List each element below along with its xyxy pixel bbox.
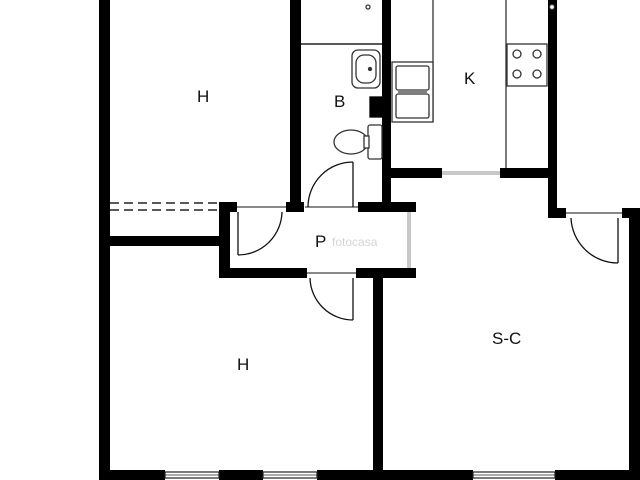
door-bathroom [305, 161, 358, 208]
wall-left-exterior [99, 0, 110, 480]
wall-hall-bottom-right [356, 268, 416, 278]
watermark: fotocasa [332, 235, 378, 249]
wall-hall-top-stub-mid [286, 202, 304, 212]
wall-hall-top-right [358, 202, 416, 212]
wall-bottom-2 [219, 470, 263, 480]
washbasin-icon [351, 49, 381, 89]
wall-kitchen-right [548, 0, 557, 218]
wall-bottom-3 [317, 470, 473, 480]
sink-icon [391, 61, 434, 123]
wall-living-top-left-stub [548, 208, 566, 218]
stove-hob-icon [506, 43, 548, 87]
doors [237, 161, 622, 321]
toilet-icon [333, 124, 383, 160]
kitchen-duct-icon [548, 3, 556, 11]
room-label-bedroom-bottom: H [237, 355, 249, 374]
door-hall-bedroom-top [237, 206, 286, 256]
wall-hall-left [219, 202, 230, 278]
room-label-living-dining: S-C [492, 329, 521, 348]
wall-bath-kitchen [382, 0, 391, 212]
wall-kitchen-bottom-left [382, 168, 442, 178]
door-hall-bedroom-bottom [307, 272, 356, 321]
door-entrance [566, 212, 622, 264]
wall-bedroom-bath [290, 0, 301, 212]
walls [99, 0, 640, 480]
kitchen-glass-opening [442, 171, 500, 175]
wall-kitchen-bottom-right [500, 168, 557, 178]
wall-bottom-1 [99, 470, 165, 480]
wall-right-exterior [629, 208, 640, 480]
thin-lines [110, 43, 556, 479]
shower-drain-icon [365, 4, 371, 10]
pipe-shaft-icon [369, 96, 383, 118]
kitchen-fixtures [391, 0, 556, 168]
bath-fixtures [333, 4, 383, 160]
room-label-bedroom-top: H [197, 87, 209, 106]
hall-glass-opening [407, 212, 411, 268]
wall-bottom-4 [555, 470, 640, 480]
room-label-kitchen: K [464, 69, 476, 88]
room-label-hallway: P [315, 232, 326, 251]
wall-living-left [373, 268, 383, 480]
wall-hall-top-stub-left [219, 202, 237, 212]
wall-hall-bottom-left [219, 268, 307, 278]
room-label-bathroom: B [334, 92, 345, 111]
wall-bedroom-divider [105, 236, 225, 246]
